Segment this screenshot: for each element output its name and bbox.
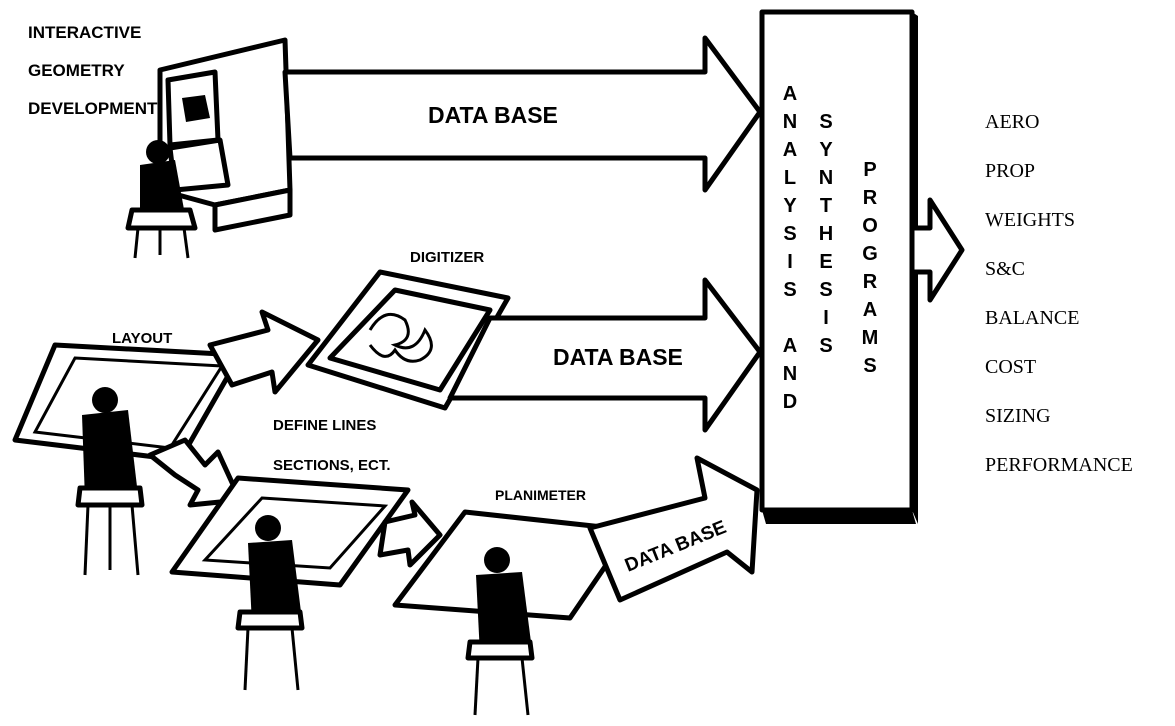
planimeter-label: PLANIMETER — [495, 487, 586, 503]
planimeter-table-illustration: PLANIMETER — [392, 487, 633, 716]
define-lines-label-2: SECTIONS, ECT. — [273, 457, 391, 474]
digitizer-illustration: DIGITIZER — [305, 249, 511, 411]
output-item: COST — [985, 356, 1036, 378]
interactive-label-line3: DEVELOPMENT — [28, 99, 158, 118]
interactive-terminal-illustration — [125, 37, 293, 259]
define-lines-table-illustration: DEFINE LINES SECTIONS, ECT. — [169, 417, 411, 691]
define-lines-label-1: DEFINE LINES — [273, 417, 376, 434]
define-to-planimeter-arrow — [377, 499, 443, 568]
data-base-arrow-middle: DATA BASE — [447, 277, 763, 433]
data-base-middle-label: DATA BASE — [553, 344, 683, 370]
output-item: S&C — [985, 258, 1025, 280]
output-item: PERFORMANCE — [985, 454, 1133, 476]
interactive-label-line2: GEOMETRY — [28, 61, 125, 80]
output-item: SIZING — [985, 405, 1051, 427]
output-item: BALANCE — [985, 307, 1079, 329]
output-item: PROP — [985, 160, 1035, 182]
interactive-geometry-label: INTERACTIVE GEOMETRY DEVELOPMENT — [28, 23, 158, 118]
output-item: WEIGHTS — [985, 209, 1075, 231]
output-arrow — [909, 197, 965, 303]
outputs-list: AERO PROP WEIGHTS S&C BALANCE COST SIZING PERFO… — [985, 111, 1133, 476]
digitizer-label: DIGITIZER — [410, 249, 484, 266]
layout-label: LAYOUT — [112, 330, 172, 347]
data-base-top-label: DATA BASE — [428, 102, 558, 128]
output-item: AERO — [985, 111, 1039, 133]
interactive-label-line1: INTERACTIVE — [28, 23, 141, 42]
data-base-arrow-top: DATA BASE — [282, 35, 763, 193]
data-base-arrow-bottom: DATA BASE — [587, 455, 760, 603]
layout-to-digitizer-arrow — [207, 309, 321, 395]
